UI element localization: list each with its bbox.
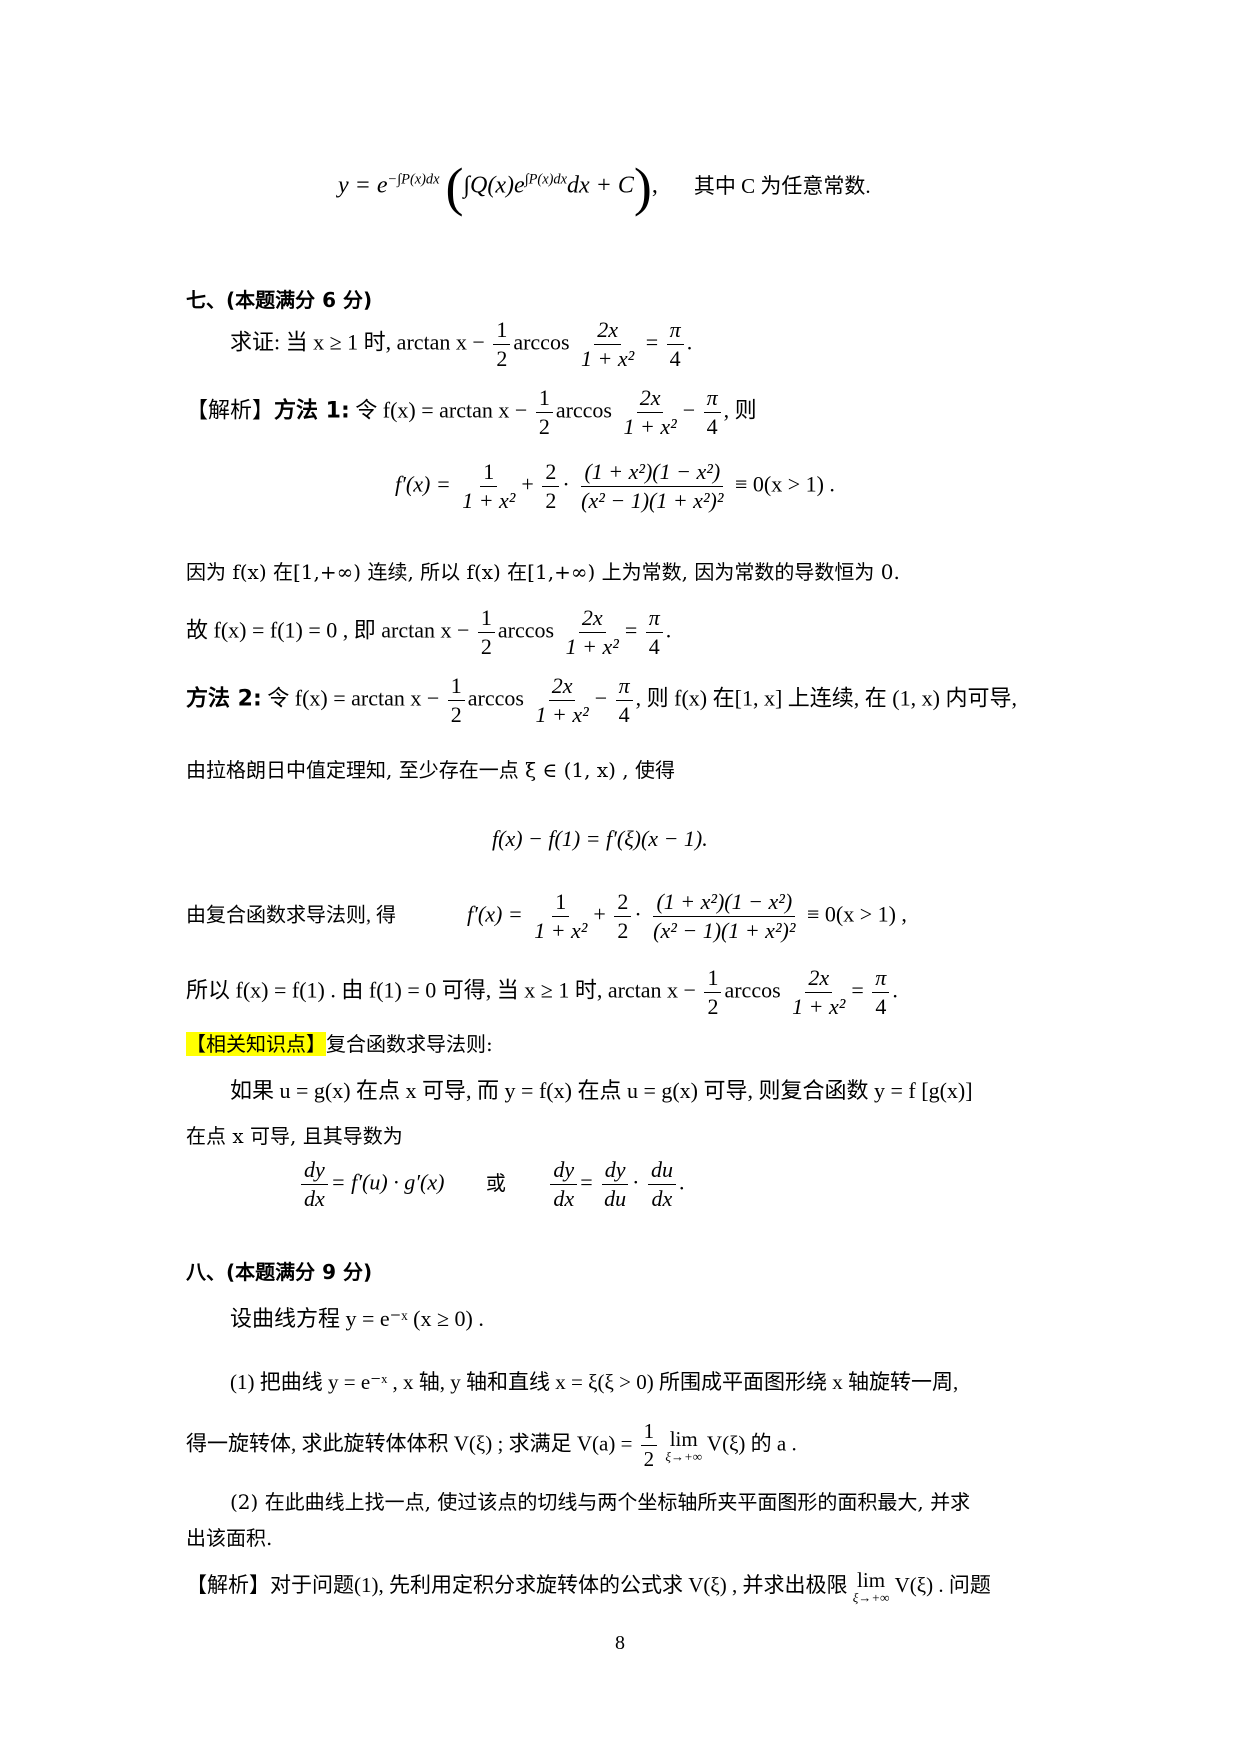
method1-label: 方法 1: xyxy=(274,398,350,424)
q8-part2-line1: (2) 在此曲线上找一点, 使过该点的切线与两个坐标轴所夹平面图形的面积最大, … xyxy=(230,1490,971,1514)
q7-mvt-formula: f(x) − f(1) = f′(ξ)(x − 1). xyxy=(492,826,708,851)
formula-note: 其中 C 为任意常数. xyxy=(693,173,871,198)
q8-curve: 设曲线方程 y = e⁻ˣ (x ≥ 0) . xyxy=(230,1306,484,1331)
knowledge-label-highlight: 【相关知识点】 xyxy=(186,1032,326,1056)
q8-analysis: 【解析】对于问题(1), 先利用定积分求旋转体的公式求 V(ξ) , 并求出极限… xyxy=(186,1568,991,1605)
q7-lagrange: 由拉格朗日中值定理知, 至少存在一点 ξ ∈ (1, x) , 使得 xyxy=(186,758,676,782)
knowledge-line-2: 在点 x 可导, 且其导数为 xyxy=(186,1124,403,1148)
knowledge-point: 【相关知识点】复合函数求导法则: xyxy=(186,1032,493,1056)
q7-heading: 七、(本题满分 6 分) xyxy=(186,288,373,312)
general-solution-formula: y = e−∫P(x)dx (∫Q(x)e∫P(x)dxdx + C), 其中 … xyxy=(338,157,871,217)
q7-conclusion: 所以 f(x) = f(1) . 由 f(1) = 0 可得, 当 x ≥ 1 … xyxy=(186,965,898,1020)
q7-continuity: 因为 f(x) 在[1,+∞) 连续, 所以 f(x) 在[1,+∞) 上为常数… xyxy=(186,560,900,584)
page-number: 8 xyxy=(615,1632,625,1654)
knowledge-line-1: 如果 u = g(x) 在点 x 可导, 而 y = f(x) 在点 u = g… xyxy=(230,1078,973,1103)
q8-heading: 八、(本题满分 9 分) xyxy=(186,1260,373,1284)
method2-label: 方法 2: xyxy=(186,686,262,712)
q8-part1-line1: (1) 把曲线 y = e⁻ˣ , x 轴, y 轴和直线 x = ξ(ξ > … xyxy=(230,1370,959,1394)
analysis-label: 【解析】 xyxy=(186,397,275,423)
q8-part2-line2: 出该面积. xyxy=(186,1526,273,1550)
